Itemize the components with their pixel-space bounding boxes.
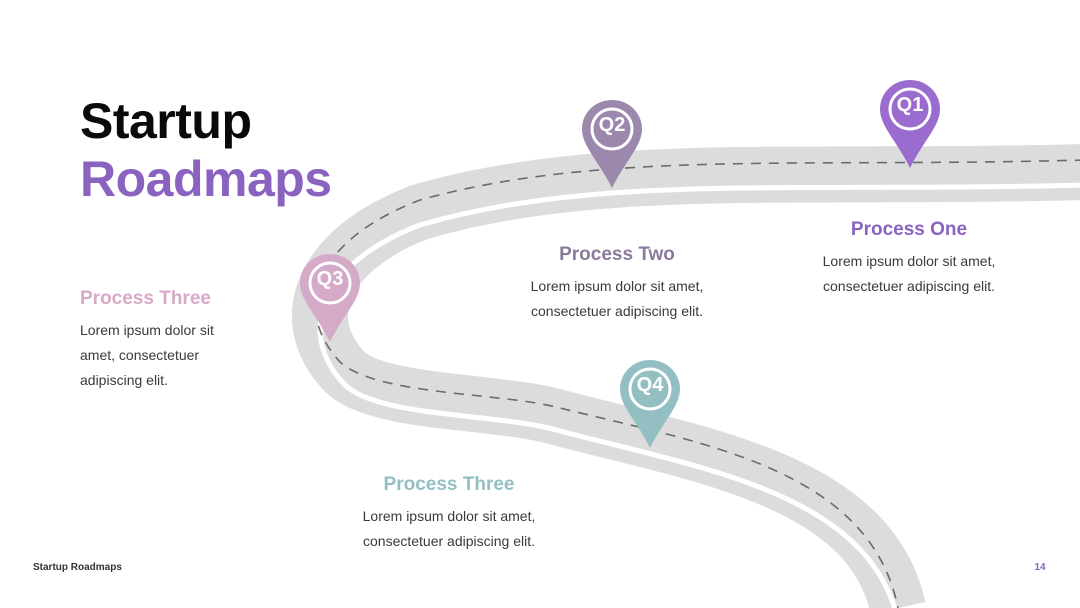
road-center-line	[314, 159, 1080, 608]
process-two-text: Lorem ipsum dolor sit amet, consectetuer…	[530, 278, 704, 319]
map-pin-icon	[300, 254, 360, 342]
process-three-left-text: Lorem ipsum dolor sit amet, consectetuer…	[80, 322, 214, 388]
process-two: Process Two Lorem ipsum dolor sit amet, …	[508, 244, 726, 324]
road-white-stripe	[317, 182, 1080, 608]
process-three-bottom: Process Three Lorem ipsum dolor sit amet…	[340, 474, 558, 554]
pin-q4: Q4	[620, 360, 680, 450]
process-three-left-title: Process Three	[80, 288, 211, 309]
pin-q1: Q1	[880, 80, 940, 170]
process-two-title: Process Two	[559, 244, 675, 265]
map-pin-icon	[620, 360, 680, 448]
process-one-text: Lorem ipsum dolor sit amet, consectetuer…	[822, 253, 996, 294]
slide-title: Startup Roadmaps	[80, 96, 332, 204]
pin-q2: Q2	[582, 100, 642, 190]
process-one-title: Process One	[850, 219, 968, 240]
pin-q3: Q3	[300, 254, 360, 344]
map-pin-icon	[880, 80, 940, 168]
road-surface	[292, 144, 1080, 608]
pin-label-q4: Q4	[636, 374, 664, 396]
pin-label-q1: Q1	[896, 94, 924, 116]
map-pin-icon	[582, 100, 642, 188]
page-number: 14	[1034, 562, 1046, 573]
title-line-startup: Startup	[80, 93, 252, 149]
title-line-roadmaps: Roadmaps	[80, 151, 332, 207]
process-one: Process One Lorem ipsum dolor sit amet, …	[800, 219, 1018, 299]
pin-label-q3: Q3	[316, 268, 344, 290]
pin-label-q2: Q2	[598, 114, 626, 136]
process-three-bottom-title: Process Three	[383, 474, 515, 495]
process-three-left: Process Three Lorem ipsum dolor sit amet…	[80, 288, 280, 393]
footer-title: Startup Roadmaps	[33, 562, 122, 573]
process-three-bottom-text: Lorem ipsum dolor sit amet, consectetuer…	[362, 508, 536, 549]
